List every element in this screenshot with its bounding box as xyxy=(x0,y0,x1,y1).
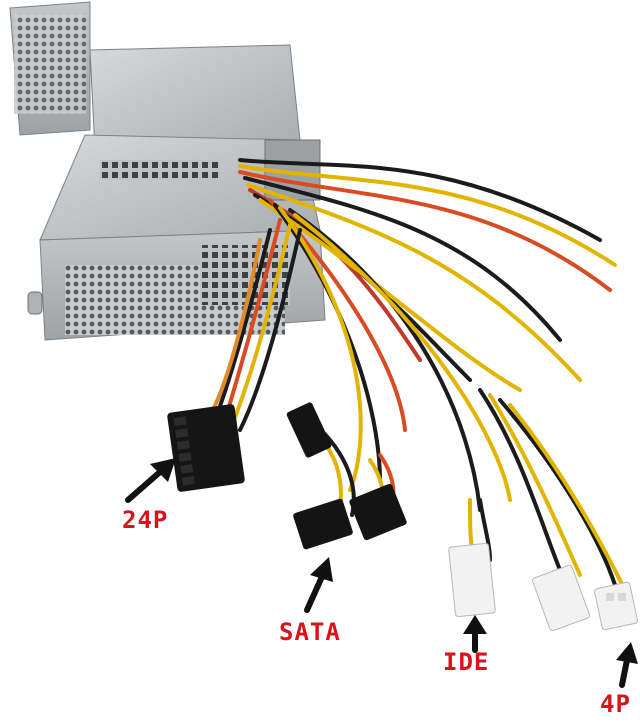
cable-bundle xyxy=(208,158,627,592)
connector-sata-angled xyxy=(286,402,332,458)
arrow-24p-icon xyxy=(125,458,176,503)
label-sata: SATA xyxy=(279,618,341,646)
connector-ide xyxy=(448,542,590,632)
arrow-ide-icon xyxy=(463,615,487,653)
label-24p: 24P xyxy=(122,506,169,534)
label-ide: IDE xyxy=(443,648,490,676)
connector-sata xyxy=(293,483,407,550)
label-4p: 4P xyxy=(600,690,631,718)
connector-4pin xyxy=(594,581,638,631)
arrow-sata-icon xyxy=(304,557,333,613)
arrow-4p-icon xyxy=(616,642,638,688)
connector-24pin xyxy=(167,404,245,492)
